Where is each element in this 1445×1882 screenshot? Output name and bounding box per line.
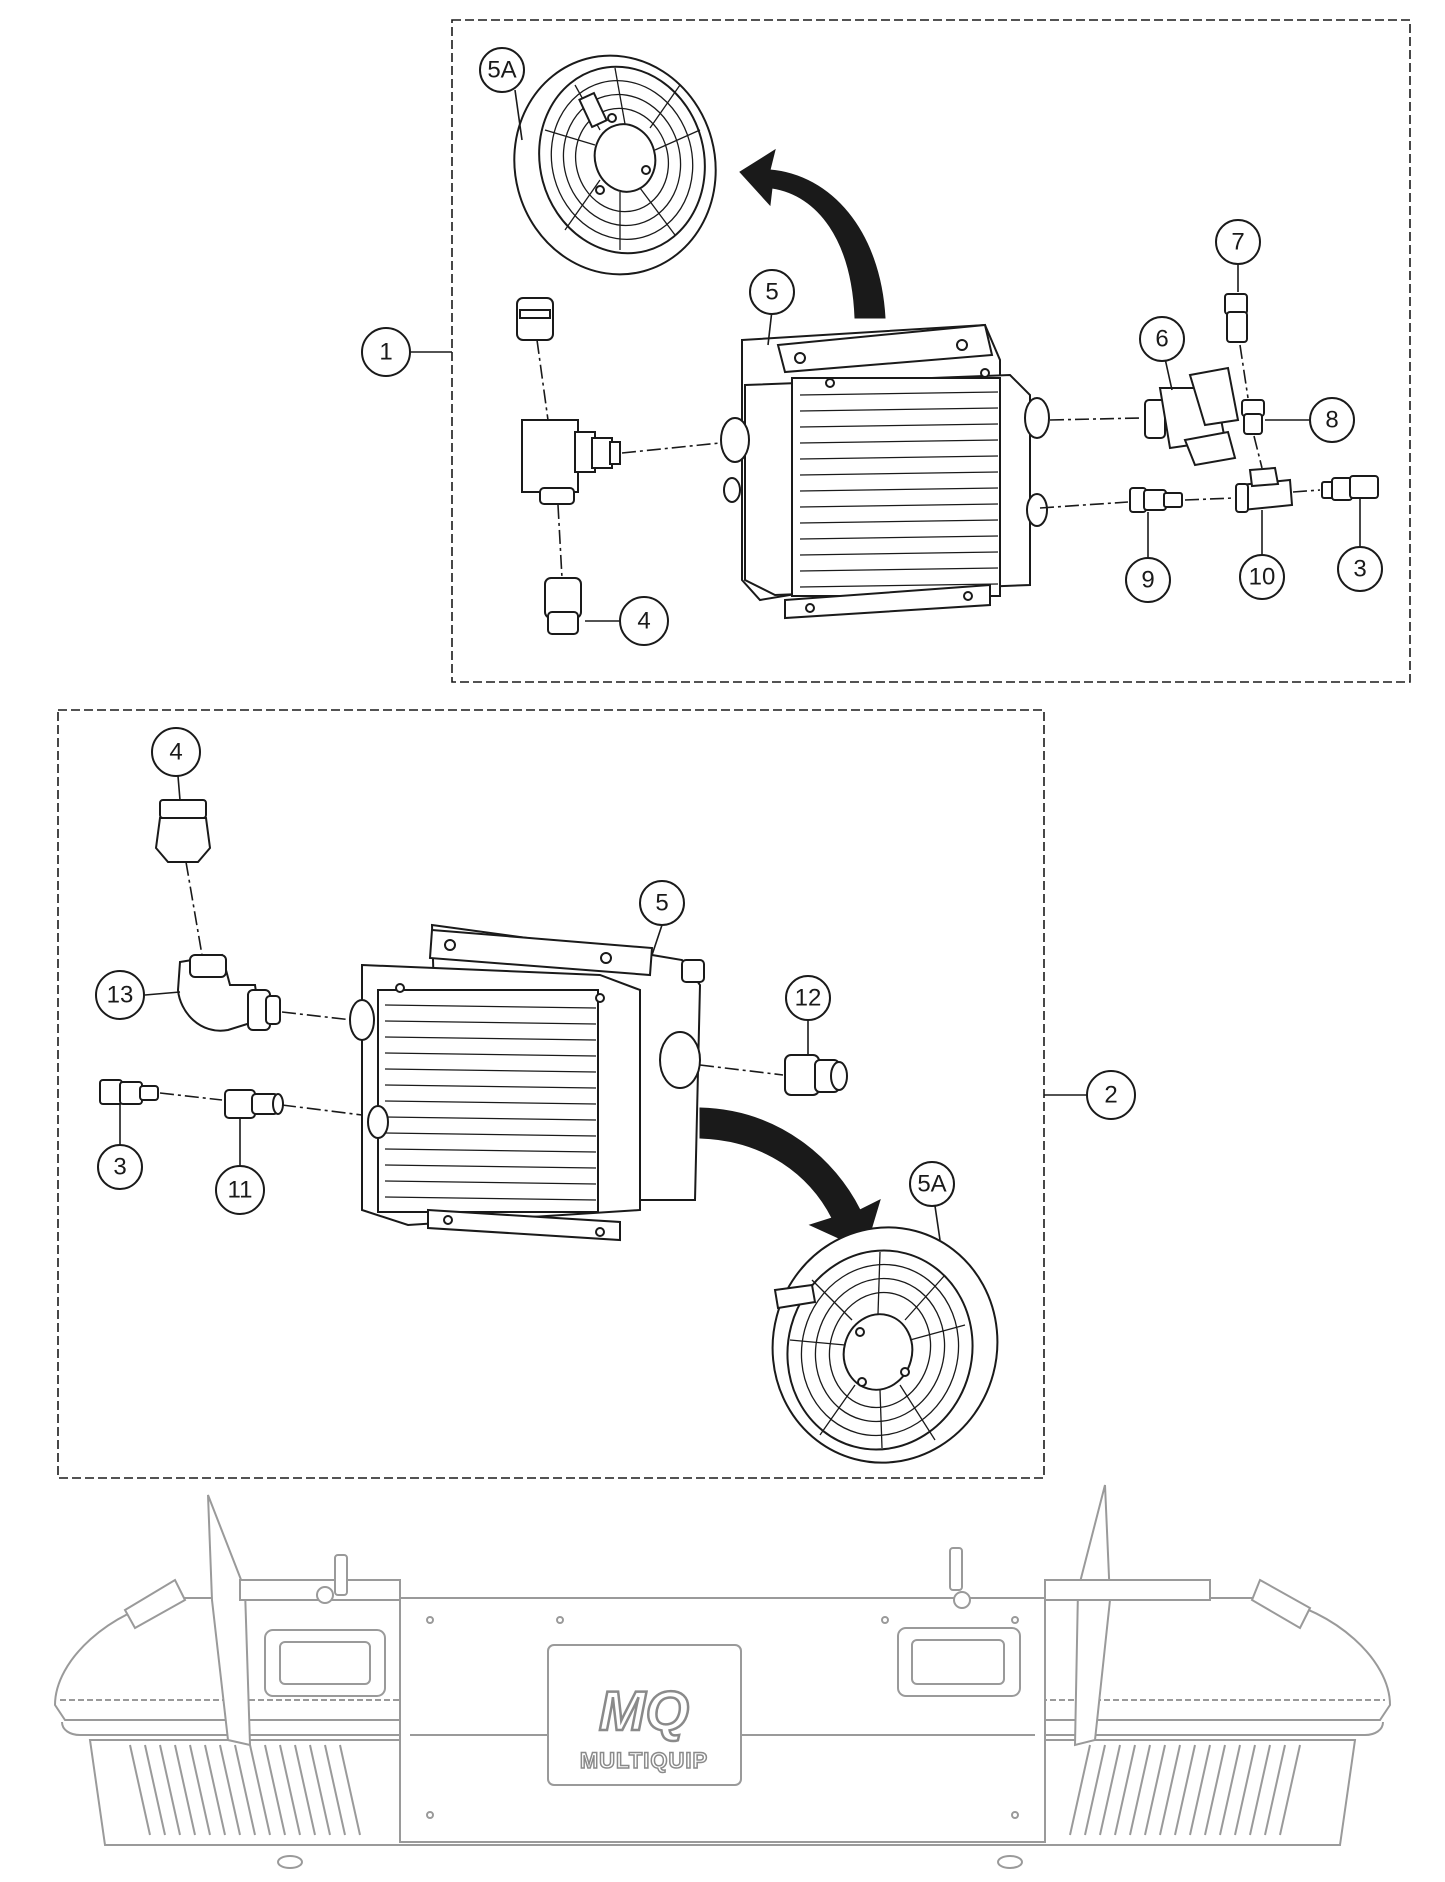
adapter-9	[1129, 487, 1183, 513]
svg-text:7: 7	[1231, 229, 1244, 256]
callout-top-5a: 5A	[479, 47, 525, 93]
callout-bottom-5a: 5A	[909, 1161, 955, 1207]
callout-top-7: 7	[1215, 219, 1261, 265]
adapter-12	[784, 1054, 848, 1096]
svg-text:4: 4	[637, 608, 650, 635]
svg-text:5: 5	[655, 890, 668, 917]
callout-bottom-13: 13	[95, 970, 145, 1020]
svg-text:5A: 5A	[487, 57, 516, 84]
multiquip-logo-plate	[547, 1644, 742, 1786]
callout-bottom-12: 12	[785, 975, 831, 1021]
adapter-11	[224, 1089, 284, 1119]
callout-top-4: 4	[619, 596, 669, 646]
fan-assembly-top	[513, 54, 717, 276]
callout-top-10: 10	[1239, 554, 1285, 600]
callout-bottom-4: 4	[151, 727, 201, 777]
multiquip-wordmark: MULTIQUIP	[580, 1748, 708, 1773]
adapter-8	[1241, 399, 1265, 435]
assembly-2-frame	[57, 709, 1045, 1479]
assembly-1-frame	[451, 19, 1411, 683]
callout-bottom-5: 5	[639, 880, 685, 926]
svg-text:3: 3	[1353, 556, 1366, 583]
svg-text:9: 9	[1141, 567, 1154, 594]
svg-text:11: 11	[228, 1177, 253, 1204]
svg-text:4: 4	[169, 739, 182, 766]
adapter-7	[1224, 293, 1248, 343]
svg-text:8: 8	[1325, 407, 1338, 434]
callout-top-3: 3	[1337, 546, 1383, 592]
svg-text:13: 13	[107, 982, 134, 1009]
tee-fitting-6	[1144, 366, 1240, 467]
svg-text:5A: 5A	[917, 1171, 946, 1198]
fitting-4-bottom	[154, 799, 212, 863]
tee-fitting-10	[1235, 466, 1294, 513]
callout-1: 1	[361, 327, 411, 377]
arrow-to-fan-top	[739, 148, 886, 319]
oil-cooler-bottom	[349, 923, 705, 1242]
svg-text:2: 2	[1104, 1082, 1117, 1109]
callout-top-9: 9	[1125, 557, 1171, 603]
machine-background: MQ MULTIQUIP	[53, 1484, 1392, 1869]
svg-text:12: 12	[795, 985, 822, 1012]
callout-2: 2	[1086, 1070, 1136, 1120]
fan-assembly-bottom	[771, 1226, 999, 1464]
adapter-3-bottom	[99, 1079, 159, 1105]
callout-bottom-11: 11	[215, 1165, 265, 1215]
svg-text:3: 3	[113, 1154, 126, 1181]
tee-fitting-top-left	[516, 297, 621, 635]
arrow-to-fan-bottom	[699, 1107, 881, 1251]
svg-text:1: 1	[379, 339, 392, 366]
oil-cooler-top	[720, 323, 1050, 620]
callout-top-6: 6	[1139, 316, 1185, 362]
callout-bottom-3: 3	[97, 1144, 143, 1190]
svg-text:6: 6	[1155, 326, 1168, 353]
callout-top-5: 5	[749, 269, 795, 315]
svg-text:5: 5	[765, 279, 778, 306]
callout-top-8: 8	[1309, 397, 1355, 443]
elbow-13	[176, 953, 281, 1032]
mq-logo: MQ	[599, 1679, 689, 1742]
adapter-3-top	[1321, 475, 1379, 501]
svg-text:10: 10	[1249, 564, 1276, 591]
